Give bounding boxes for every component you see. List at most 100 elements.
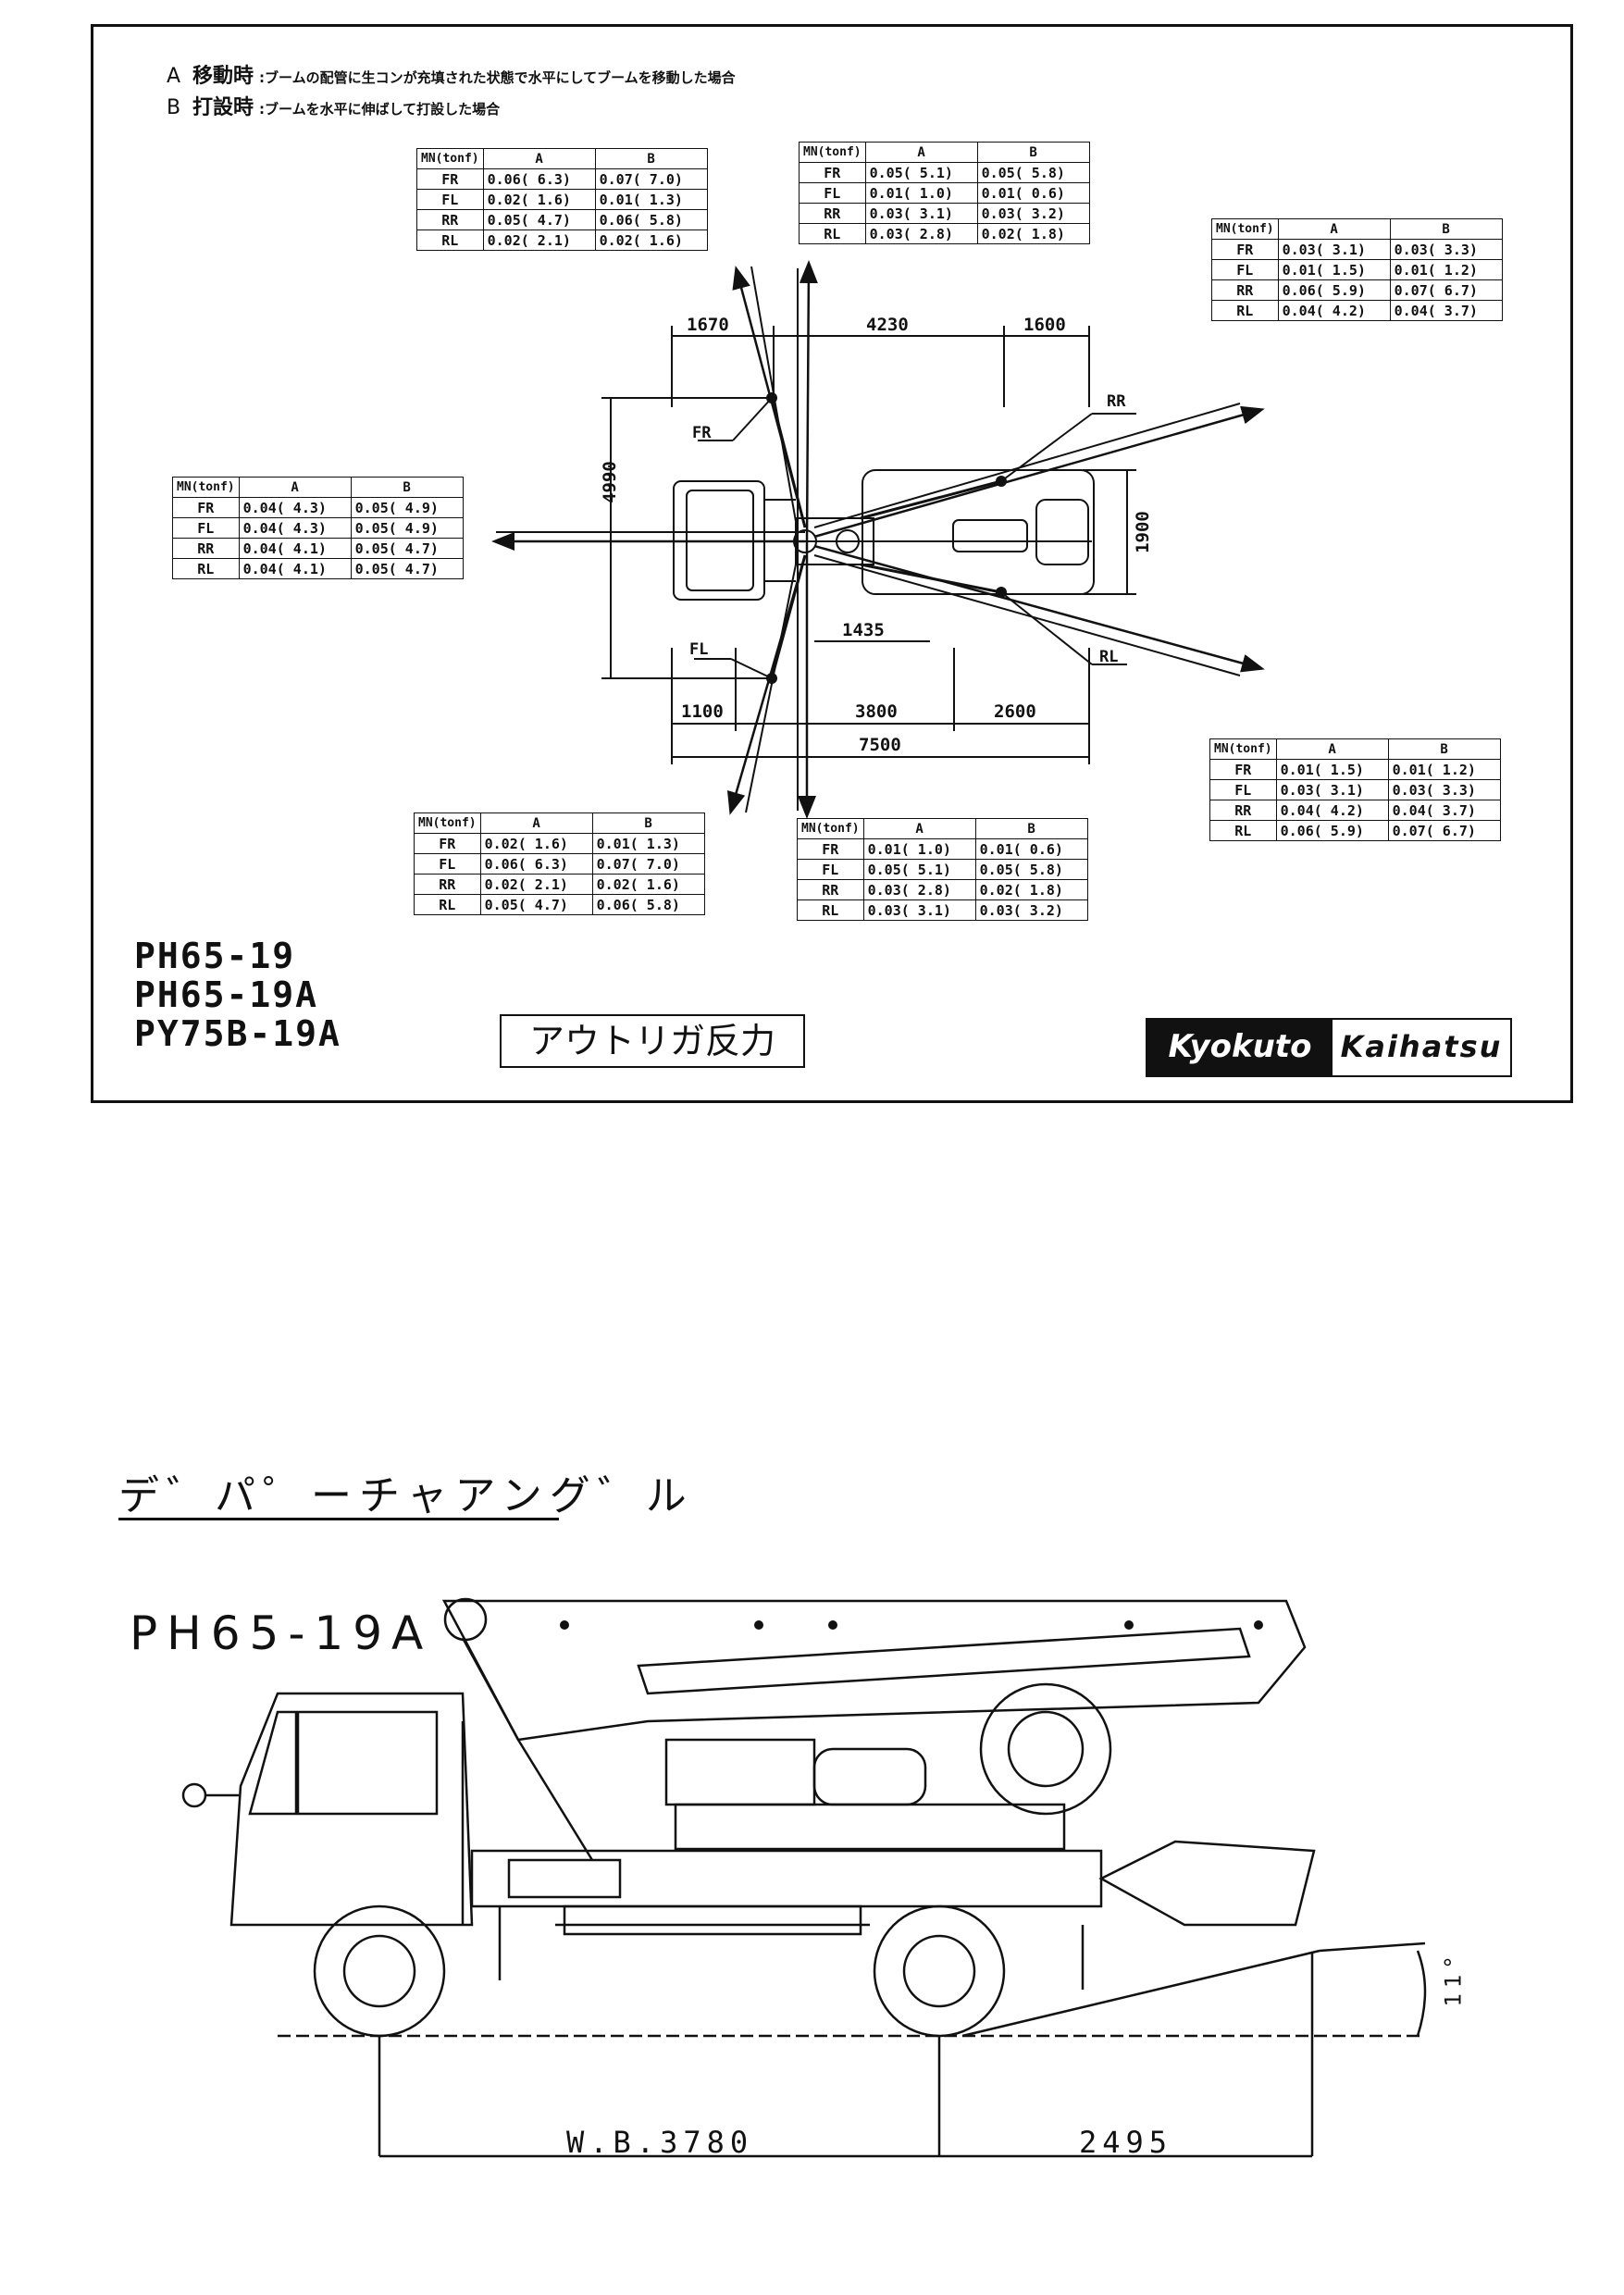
outrigger-rl-pad	[996, 587, 1007, 598]
table-cell-a: 0.05( 4.7)	[482, 209, 596, 230]
table-cell-a: 0.03( 3.1)	[1275, 779, 1389, 800]
note-a: A 移動時 :ブームの配管に生コンが充填された状態で水平にしてブームを移動した場合	[167, 59, 736, 89]
dim-1435: 1435	[842, 620, 885, 640]
dim-7500: 7500	[859, 735, 901, 755]
table-cell-b: 0.04( 3.7)	[1387, 800, 1501, 821]
table-cell-b: 0.04( 3.7)	[1389, 300, 1503, 321]
note-b-desc: :ブームを水平に伸ばして打設した場合	[259, 101, 501, 118]
boom-direction-right	[799, 260, 818, 542]
dim-1670: 1670	[687, 315, 729, 335]
mirror-icon	[181, 1782, 207, 1808]
table-cell-a: 0.04( 4.2)	[1275, 800, 1389, 821]
dim-1600: 1600	[1023, 315, 1066, 335]
table-cell-a: 0.06( 5.9)	[1275, 820, 1389, 841]
table-cell-pos: RL	[797, 899, 864, 921]
truck-body	[862, 469, 1095, 595]
logo-kaihatsu: Kaihatsu	[1340, 1029, 1503, 1064]
table-cell-pos: FL	[414, 853, 481, 875]
table-cell-a: 0.05( 5.1)	[862, 859, 976, 880]
kyokuto-logo: Kyokuto Kaihatsu	[1146, 1018, 1512, 1077]
label-rr: RR	[1107, 392, 1126, 411]
table-header-cell: MN(tonf)	[797, 818, 864, 839]
table-cell-a: 0.04( 4.1)	[238, 558, 352, 579]
label-fr: FR	[692, 424, 712, 442]
table-header-cell: MN(tonf)	[414, 813, 481, 834]
table-cell-a: 0.01( 1.5)	[1275, 759, 1389, 780]
table-cell-b: 0.05( 4.7)	[350, 558, 464, 579]
table-cell-b: 0.07( 6.7)	[1387, 820, 1501, 841]
table-cell-a: 0.06( 6.3)	[479, 853, 593, 875]
departure-angle-title: デ゛パ゜ーチャアング゛ル	[118, 1472, 694, 1520]
tank-body	[674, 1803, 1066, 1851]
table-cell-b: 0.02( 1.8)	[974, 879, 1088, 900]
label-fl: FL	[689, 640, 709, 659]
table-cell-a: 0.03( 2.8)	[864, 223, 978, 244]
model-ph65-19a: PH65-19A	[134, 974, 319, 1015]
pump-drum	[979, 1682, 1112, 1816]
departure-angle-value: 11°	[1440, 1950, 1467, 2007]
table-cell-pos: RL	[799, 223, 866, 244]
boom-direction-rear-right	[813, 405, 1265, 539]
cab-window	[296, 1710, 439, 1816]
note-a-word: 移動時	[192, 65, 254, 88]
diagram-title: アウトリガ反力	[500, 1014, 805, 1068]
wheelbase-label: W.B.3780	[566, 2125, 754, 2160]
table-cell-a: 0.04( 4.3)	[238, 497, 352, 518]
hopper	[1098, 1840, 1316, 1927]
table-cell-pos: FR	[797, 838, 864, 860]
outrigger-rr-pad	[996, 476, 1007, 487]
table-cell-b: 0.02( 1.6)	[594, 230, 708, 251]
departure-slope	[961, 1949, 1320, 2038]
boom-arm	[461, 1637, 594, 1861]
table-cell-pos: RR	[1211, 279, 1279, 301]
table-cell-b: 0.02( 1.8)	[976, 223, 1090, 244]
table-cell-a: 0.03( 3.1)	[862, 899, 976, 921]
rear-overhang-label: 2495	[1079, 2125, 1173, 2160]
logo-kyokuto: Kyokuto	[1147, 1020, 1333, 1075]
table-cell-b: 0.01( 1.3)	[591, 833, 705, 854]
model-py75b-19a: PY75B-19A	[134, 1013, 341, 1054]
note-a-desc: :ブームの配管に生コンが充填された状態で水平にしてブームを移動した場合	[259, 69, 736, 86]
table-cell-b: 0.03( 3.2)	[976, 203, 1090, 224]
turret	[507, 1858, 622, 1899]
dim-4230: 4230	[866, 315, 909, 335]
outrigger-reaction-frame	[91, 24, 1573, 1103]
table-cell-b: 0.03( 3.2)	[974, 899, 1088, 921]
table-cell-a: 0.01( 1.5)	[1277, 259, 1391, 280]
table-cell-b: 0.07( 7.0)	[594, 168, 708, 190]
note-b-key: B	[167, 96, 181, 119]
rear-wheel	[873, 1904, 1006, 2038]
dim-1100: 1100	[681, 701, 724, 722]
departure-model: PH65-19A	[130, 1606, 433, 1660]
boom-inner	[637, 1627, 1251, 1695]
table-cell-a: 0.02( 2.1)	[482, 230, 596, 251]
table-cell-b: 0.01( 0.6)	[976, 182, 1090, 204]
table-cell-b: 0.05( 4.7)	[350, 538, 464, 559]
dim-2600: 2600	[994, 701, 1036, 722]
label-rl: RL	[1099, 648, 1119, 666]
boom-pivot	[443, 1597, 488, 1642]
note-a-key: A	[167, 65, 181, 88]
